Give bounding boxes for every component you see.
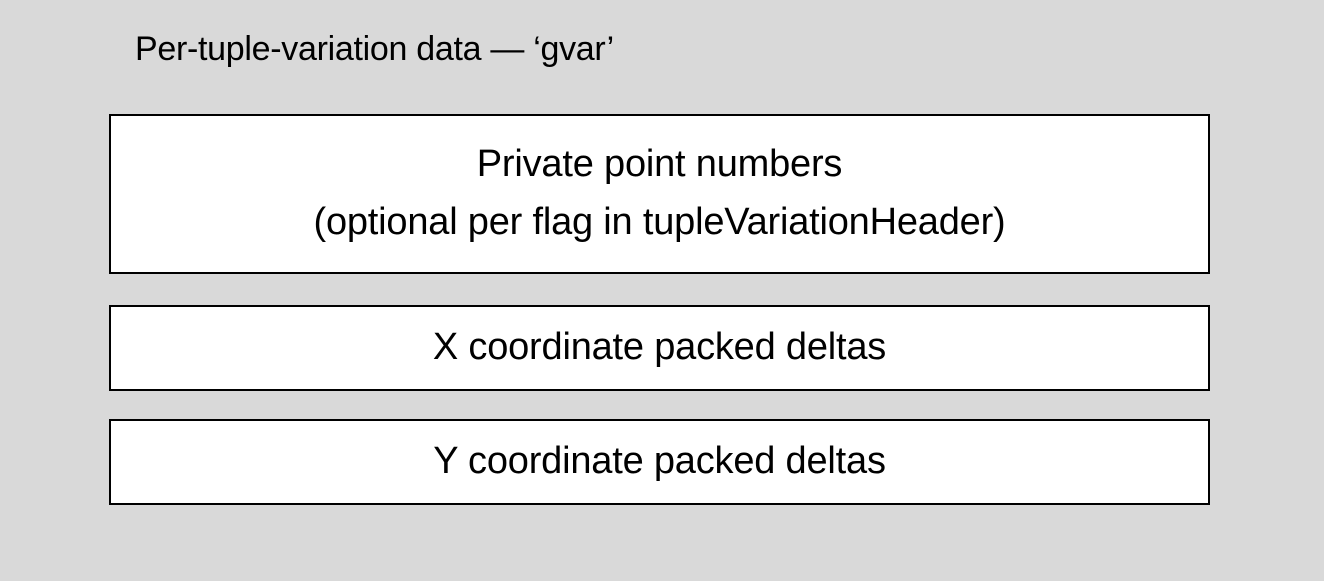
diagram-title: Per-tuple-variation data — ‘gvar’ — [135, 30, 614, 68]
box-y-coordinate-packed-deltas-label: Y coordinate packed deltas — [433, 440, 886, 483]
box-private-point-numbers-line-2: (optional per flag in tupleVariationHead… — [313, 201, 1006, 243]
box-x-coordinate-packed-deltas: X coordinate packed deltas — [109, 305, 1210, 391]
box-private-point-numbers: Private point numbers (optional per flag… — [109, 114, 1210, 274]
box-private-point-numbers-line-1: Private point numbers — [476, 143, 843, 186]
box-x-coordinate-packed-deltas-label: X coordinate packed deltas — [432, 326, 887, 369]
box-y-coordinate-packed-deltas: Y coordinate packed deltas — [109, 419, 1210, 505]
